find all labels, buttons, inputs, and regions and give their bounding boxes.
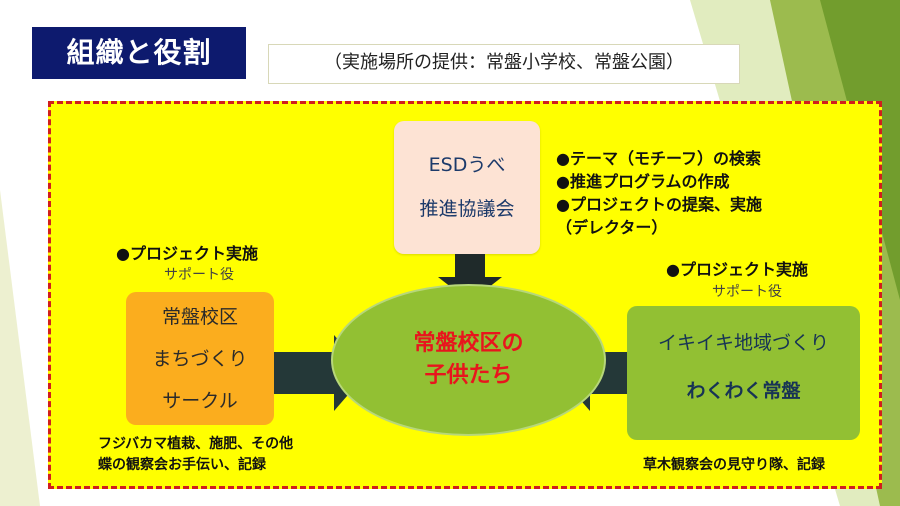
children-label: 常盤校区の 子供たち (331, 328, 606, 392)
esd-box-line2: 推進協議会 (419, 198, 515, 220)
left-role-label: ●プロジェクト実施 (116, 244, 258, 263)
esd-role-item: ●推進プログラムの作成 (556, 172, 730, 191)
subtitle: （実施場所の提供：常盤小学校、常盤公園） (268, 44, 740, 84)
tokiwa-circle-box: 常盤校区 まちづくり サークル (126, 292, 274, 425)
esd-role-list: ●テーマ（モチーフ）の検索 ●推進プログラムの作成 ●プロジェクトの提案、実施 … (556, 147, 856, 239)
right-box-line2: わくわく常盤 (686, 380, 801, 402)
left-support-label: サポート役 (164, 267, 234, 283)
right-box-line1: イキイキ地域づくり (657, 332, 829, 354)
center-line1: 常盤校区の (413, 331, 524, 356)
left-box-line: まちづくり (152, 348, 248, 370)
page-title: 組織と役割 (32, 27, 246, 79)
left-note-line: 蝶の観察会お手伝い、記録 (98, 457, 266, 473)
left-box-line: サークル (162, 390, 238, 412)
left-box-line: 常盤校区 (161, 306, 238, 328)
esd-role-item: ●プロジェクトの提案、実施 (556, 195, 762, 214)
left-notes: フジバカマ植栽、施肥、その他 蝶の観察会お手伝い、記録 (98, 434, 378, 476)
center-line2: 子供たち (424, 363, 513, 388)
esd-role-item: （デレクター） (556, 218, 668, 237)
right-note: 草木観察会の見守り隊、記録 (643, 457, 825, 473)
ikiiki-community-box: イキイキ地域づくり わくわく常盤 (627, 306, 860, 440)
esd-role-item: ●テーマ（モチーフ）の検索 (556, 149, 762, 168)
esd-box-line1: ESDうべ (428, 154, 506, 176)
children-ellipse (331, 284, 606, 436)
right-support-label: サポート役 (712, 284, 782, 300)
esd-ube-council-box: ESDうべ 推進協議会 (394, 121, 540, 254)
right-role-label: ●プロジェクト実施 (666, 260, 808, 279)
left-note-line: フジバカマ植栽、施肥、その他 (98, 436, 294, 452)
arrow-down (438, 254, 502, 302)
